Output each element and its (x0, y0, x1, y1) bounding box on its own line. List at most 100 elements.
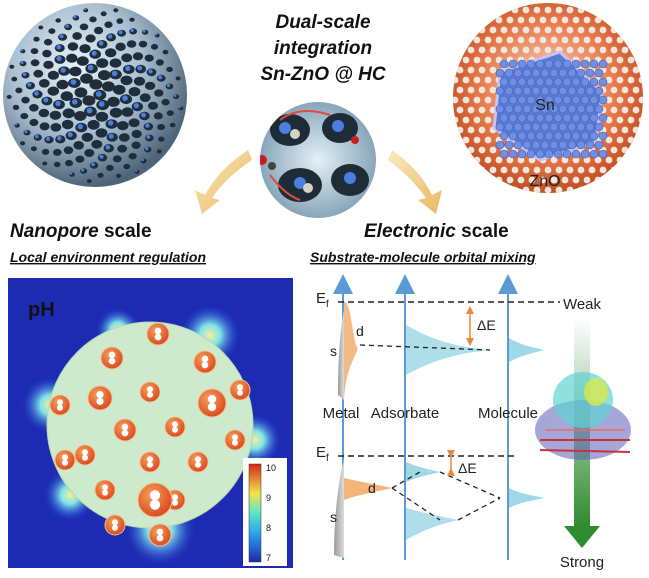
zno-atom (511, 186, 519, 193)
zno-atom (610, 26, 618, 34)
sn-atom (504, 86, 514, 96)
zno-atom (632, 166, 640, 174)
pore-molecule-atom (172, 426, 178, 433)
sn-atom (535, 95, 545, 105)
sn-atom (517, 131, 527, 141)
carbon-pore (66, 53, 78, 63)
column-label-molecule: Molecule (478, 405, 538, 422)
coupling-line-b3 (439, 471, 501, 499)
electronic-scale-heading: Electronic scale (364, 221, 509, 242)
carbon-pore (43, 38, 53, 46)
title-line-3: Sn-ZnO @ HC (260, 64, 385, 85)
sn-atom (513, 122, 523, 132)
sn-atom (585, 68, 595, 78)
sn-atom (580, 149, 590, 159)
sn-atom (594, 122, 604, 132)
pore-atom (148, 69, 153, 74)
carbon-pore (116, 173, 122, 178)
zno-atom (577, 186, 585, 193)
zno-atom (489, 86, 497, 94)
pore-molecule-atom (62, 454, 68, 461)
carbon-pore (15, 87, 23, 94)
zno-atom (462, 116, 470, 124)
pore-atom (135, 169, 138, 172)
sn-atom (499, 77, 509, 87)
zno-atom (517, 16, 525, 24)
zno-atom (528, 36, 536, 44)
zno-atom (583, 156, 591, 164)
zno-atom (500, 6, 508, 14)
sn-atom (562, 77, 572, 87)
pore-molecule-atom (121, 429, 129, 437)
zno-atom (467, 106, 475, 114)
pore-atom (83, 8, 86, 11)
sn-atom (580, 131, 590, 141)
zno-atom (550, 156, 558, 164)
sn-atom (589, 77, 599, 87)
nanopore-scale-heading: Nanopore scale (10, 221, 152, 242)
pore-atom (70, 79, 77, 85)
zno-atom (489, 46, 497, 54)
s-label-bottom: s (330, 509, 337, 525)
sn-atom (549, 68, 559, 78)
carbon-pore (116, 18, 124, 24)
zno-atom (533, 26, 541, 34)
sn-atom (585, 140, 595, 150)
carbon-pore (60, 91, 73, 102)
zno-atom (644, 167, 649, 174)
pore-atom (125, 65, 131, 71)
pore-atom (35, 134, 39, 139)
fermi-sub-top: f (326, 299, 329, 310)
zno-atom (605, 176, 613, 184)
zno-atom (467, 6, 475, 14)
pore-atom (65, 24, 69, 28)
sn-atom (585, 104, 595, 114)
sn-atom (585, 122, 595, 132)
sn-atom (517, 149, 527, 159)
zno-atom (632, 66, 640, 74)
title-line-2: integration (274, 38, 372, 59)
sn-atom (495, 140, 505, 150)
zno-atom (506, 156, 514, 164)
main-title: Dual-scale integration Sn-ZnO @ HC (260, 12, 385, 85)
zno-atom (489, 6, 497, 14)
pore-atom (86, 107, 93, 114)
carbon-pore (98, 70, 111, 81)
pore-molecule-atom (156, 528, 164, 536)
sn-atom (508, 77, 518, 87)
zno-atom (616, 56, 624, 64)
carbon-pore (133, 76, 146, 86)
sn-atom (526, 59, 536, 69)
sn-atom (571, 59, 581, 69)
pore-atom (105, 145, 111, 150)
sn-atom (522, 104, 532, 114)
sn-atom (535, 149, 545, 159)
zno-atom (473, 76, 481, 84)
zno-atom (605, 116, 613, 124)
zno-atom (456, 26, 464, 34)
sn-atom (553, 113, 563, 123)
zno-atom (528, 156, 536, 164)
pore-molecule-atom (147, 391, 153, 398)
zno-atom (456, 126, 464, 134)
carbon-pore (123, 163, 131, 170)
sn-atom (522, 86, 532, 96)
colorbar-tick-label: 10 (266, 463, 276, 473)
zno-atom (473, 136, 481, 144)
zno-atom (473, 176, 481, 184)
zno-atom (566, 26, 574, 34)
carbon-pore (9, 64, 15, 69)
carbon-pore (61, 119, 74, 130)
carbon-pore (11, 76, 18, 82)
zno-atom (599, 166, 607, 174)
zno-atom (533, 46, 541, 54)
pore-molecule-atom (207, 394, 217, 404)
zno-atom (638, 36, 643, 44)
sn-atom (513, 140, 523, 150)
zno-atom (467, 46, 475, 54)
pore-atom (60, 67, 66, 73)
sn-atom (598, 131, 608, 141)
pore-molecule-atom (237, 389, 243, 396)
adsorption-model-image (535, 372, 631, 460)
pore-atom (122, 95, 128, 101)
